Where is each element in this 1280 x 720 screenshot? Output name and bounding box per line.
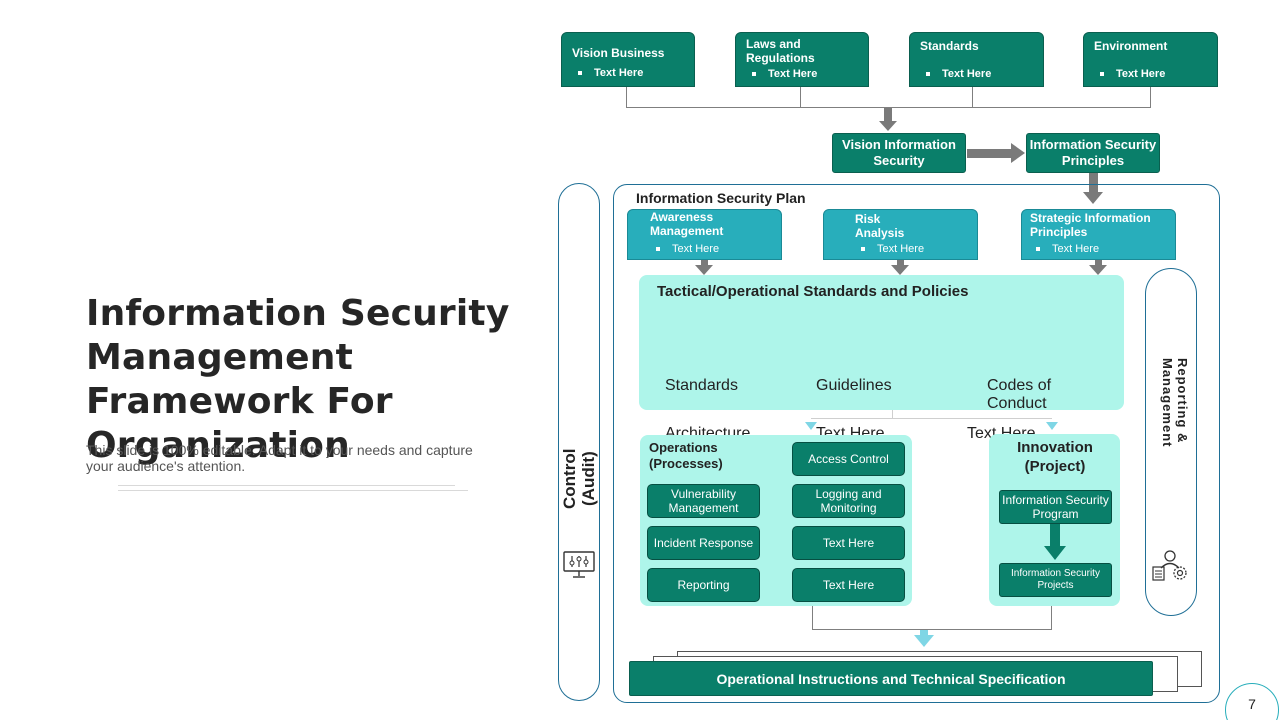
- top-box-bullet: Text Here: [920, 67, 1033, 81]
- arrow-down: [884, 108, 892, 123]
- innovation-title: Innovation (Project): [1017, 439, 1093, 475]
- access-control-box: Access Control: [792, 442, 905, 476]
- connector: [812, 629, 1052, 630]
- top-box-title: Environment: [1094, 39, 1168, 53]
- monitor-settings-icon: [562, 550, 596, 580]
- guidelines-stack: Guidelines: [816, 377, 892, 394]
- top-box-bullet: Text Here: [746, 67, 858, 81]
- top-box-environment: Environment Text Here: [1083, 32, 1218, 87]
- arrow-down: [1089, 173, 1098, 194]
- info-security-projects-box: Information Security Projects: [999, 563, 1112, 597]
- logging-monitoring-box: Logging and Monitoring: [792, 484, 905, 518]
- arrow-down: [920, 630, 928, 636]
- page-title: Information Security Management Framewor…: [86, 293, 510, 466]
- control-audit-pill: [558, 183, 600, 701]
- architecture-stack: Architecture: [665, 425, 751, 442]
- page-subtitle: This slide is 100% editable. Adapt it to…: [86, 442, 473, 474]
- reporting-management-label: Reporting & Management: [1160, 358, 1190, 448]
- top-box-bullet: Text Here: [572, 66, 684, 80]
- arrow-head-icon: [891, 265, 909, 275]
- connector: [812, 606, 813, 629]
- arrow-head-icon: [914, 635, 934, 647]
- arrow-head-icon: [1044, 546, 1066, 560]
- arrow-head-icon: [1046, 422, 1058, 430]
- standards-stack: Standards: [665, 377, 738, 394]
- reporting-management-pill: [1145, 268, 1197, 616]
- vision-info-security-box: Vision Information Security: [832, 133, 966, 173]
- codes-of-conduct-stack: Codes of Conduct: [987, 377, 1052, 412]
- arrow-down: [897, 260, 904, 266]
- top-box-laws: Laws and Regulations Text Here: [735, 32, 869, 87]
- arrow-head-icon: [805, 422, 817, 430]
- operations-title: Operations (Processes): [649, 440, 723, 471]
- top-box-title: Vision Business: [572, 46, 665, 60]
- awareness-management-box: Awareness Management Text Here: [627, 209, 782, 260]
- divider: [118, 485, 455, 486]
- arrow-down: [1095, 260, 1102, 266]
- connector: [626, 87, 627, 107]
- connector: [1150, 87, 1151, 107]
- arrow-head-icon: [695, 265, 713, 275]
- arrow-head-icon: [879, 121, 897, 131]
- manager-cog-icon: [1151, 548, 1191, 582]
- connector: [626, 107, 1151, 108]
- info-security-principles-box: Information Security Principles: [1026, 133, 1160, 173]
- arrow-head-icon: [1089, 265, 1107, 275]
- connector: [972, 87, 973, 107]
- operational-instructions-bar: Operational Instructions and Technical S…: [629, 661, 1153, 696]
- connector: [811, 418, 1052, 419]
- info-security-program-box: Information Security Program: [999, 490, 1112, 524]
- top-box-title: Standards: [920, 39, 979, 53]
- info-security-plan-frame: [613, 184, 1220, 703]
- incident-response-box: Incident Response: [647, 526, 760, 560]
- control-audit-label: Control (Audit): [560, 448, 598, 510]
- top-box-title: Laws and Regulations: [746, 37, 815, 65]
- text-here-box: Text Here: [792, 568, 905, 602]
- strategic-info-principles-box: Strategic Information Principles Text He…: [1021, 209, 1176, 260]
- text-here-box: Text Here: [792, 526, 905, 560]
- plan-label: Information Security Plan: [636, 190, 806, 206]
- arrow-down: [701, 260, 708, 266]
- text-here-stack: Text Here: [816, 425, 885, 442]
- vulnerability-management-box: Vulnerability Management: [647, 484, 760, 518]
- text-here-stack: Text Here: [967, 425, 1035, 442]
- arrow-down: [1050, 524, 1060, 548]
- arrow-head-icon: [1083, 192, 1103, 204]
- risk-analysis-box: Risk Analysis Text Here: [823, 209, 978, 260]
- arrow-right: [967, 149, 1012, 158]
- connector: [892, 410, 893, 418]
- divider: [118, 490, 468, 491]
- arrow-head-icon: [1011, 143, 1025, 163]
- top-box-vision-business: Vision Business Text Here: [561, 32, 695, 87]
- connector: [800, 87, 801, 107]
- connector: [1051, 606, 1052, 629]
- reporting-box: Reporting: [647, 568, 760, 602]
- tactical-panel: [639, 275, 1124, 410]
- top-box-bullet: Text Here: [1094, 67, 1207, 81]
- tactical-title: Tactical/Operational Standards and Polic…: [657, 283, 969, 300]
- top-box-standards: Standards Text Here: [909, 32, 1044, 87]
- page-number: 7: [1225, 683, 1279, 720]
